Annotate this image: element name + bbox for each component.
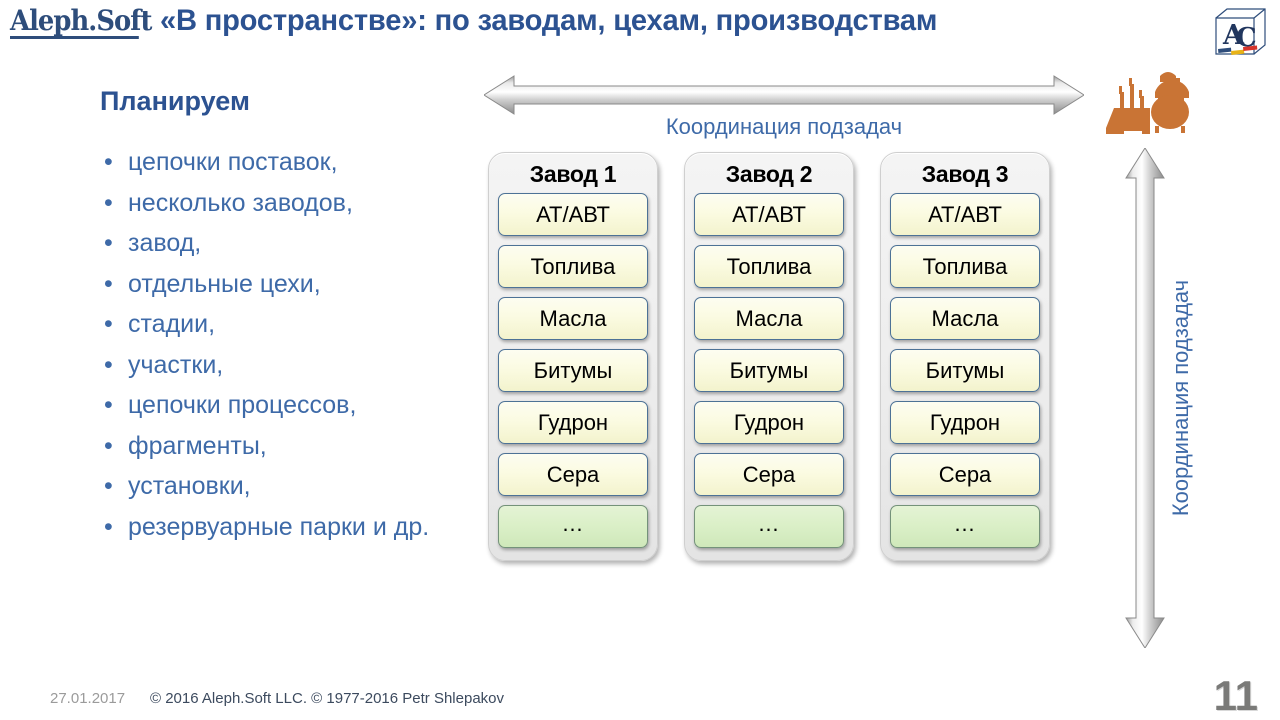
plant-item[interactable]: Масла: [694, 297, 844, 340]
plant-item[interactable]: АТ/АВТ: [694, 193, 844, 236]
horizontal-arrow-label: Координация подзадач: [665, 114, 903, 139]
list-item: • стадии,: [96, 304, 486, 345]
double-headed-horizontal-arrow-icon: [483, 74, 1085, 116]
cube-ac-logo-icon: A C: [1210, 4, 1272, 62]
plant-item[interactable]: Сера: [694, 453, 844, 496]
footer-copyright: © 2016 Aleph.Soft LLC. © 1977-2016 Petr …: [150, 690, 505, 707]
list-item: • участки,: [96, 345, 486, 386]
list-item-label: установки,: [128, 472, 251, 500]
list-item: • отдельные цехи,: [96, 264, 486, 305]
plant-item[interactable]: Масла: [890, 297, 1040, 340]
bullet-dot-icon: •: [104, 229, 113, 257]
bullet-dot-icon: •: [104, 391, 113, 419]
refinery-plant-icon: [1100, 62, 1195, 142]
double-headed-vertical-arrow-icon: [1124, 147, 1166, 649]
plant-item-more[interactable]: …: [498, 505, 648, 548]
plant-card-2[interactable]: Завод 2 АТ/АВТ Топлива Масла Битумы Гудр…: [684, 152, 854, 561]
list-item-label: стадии,: [128, 310, 216, 338]
bullet-dot-icon: •: [104, 431, 113, 460]
plant-card-title: Завод 1: [529, 161, 617, 187]
list-item-label: цепочки поставок,: [128, 148, 338, 176]
plant-item[interactable]: Топлива: [498, 245, 648, 288]
planning-bullet-list: • цепочки поставок, • несколько заводов, •…: [96, 142, 486, 547]
plant-card-title: Завод 3: [921, 161, 1009, 187]
plant-item[interactable]: Топлива: [890, 245, 1040, 288]
plant-item-more[interactable]: …: [694, 505, 844, 548]
plant-item[interactable]: Гудрон: [694, 401, 844, 444]
bullet-dot-icon: •: [104, 269, 113, 298]
bullet-dot-icon: •: [104, 310, 113, 338]
bullet-dot-icon: •: [104, 188, 113, 217]
plant-item[interactable]: Битумы: [890, 349, 1040, 392]
svg-text:A: A: [1222, 20, 1245, 51]
aleph-soft-wordmark: Aleph.Soft: [10, 6, 152, 40]
page-title: «В пространстве»: по заводам, цехам, про…: [160, 4, 938, 37]
list-item: • завод,: [96, 223, 486, 264]
plant-item[interactable]: Битумы: [694, 349, 844, 392]
list-item: • цепочки поставок,: [96, 142, 486, 183]
list-item-label: участки,: [128, 350, 224, 379]
bullet-dot-icon: •: [104, 350, 113, 379]
svg-text:C: C: [1236, 23, 1257, 53]
section-heading: Планируем: [100, 86, 250, 116]
list-item: • несколько заводов,: [96, 183, 486, 224]
bullet-dot-icon: •: [104, 472, 113, 500]
vertical-arrow-label: Координация подзадач: [1168, 279, 1193, 517]
plant-item[interactable]: АТ/АВТ: [890, 193, 1040, 236]
list-item: • фрагменты,: [96, 426, 486, 467]
plant-card-3[interactable]: Завод 3 АТ/АВТ Топлива Масла Битумы Гудр…: [880, 152, 1050, 561]
list-item-label: отдельные цехи,: [128, 269, 321, 298]
list-item-label: цепочки процессов,: [128, 391, 357, 419]
footer-date: 27.01.2017: [50, 690, 126, 707]
list-item-label: несколько заводов,: [128, 188, 353, 217]
plant-card-1[interactable]: Завод 1 АТ/АВТ Топлива Масла Битумы Гудр…: [488, 152, 658, 561]
plant-item[interactable]: Топлива: [694, 245, 844, 288]
page-number: 11: [1213, 672, 1258, 719]
list-item: • установки,: [96, 466, 486, 507]
list-item: • цепочки процессов,: [96, 385, 486, 426]
plant-item[interactable]: Гудрон: [498, 401, 648, 444]
list-item-label: завод,: [128, 229, 202, 257]
list-item-label: фрагменты,: [128, 431, 267, 460]
list-item: • резервуарные парки и др.: [96, 507, 486, 548]
plant-item[interactable]: Гудрон: [890, 401, 1040, 444]
plant-item[interactable]: Битумы: [498, 349, 648, 392]
plant-cards-container: Завод 1 АТ/АВТ Топлива Масла Битумы Гудр…: [488, 152, 1050, 561]
bullet-dot-icon: •: [104, 148, 113, 176]
bullet-dot-icon: •: [104, 512, 113, 541]
plant-item[interactable]: Сера: [498, 453, 648, 496]
plant-card-title: Завод 2: [725, 161, 813, 187]
plant-item[interactable]: Сера: [890, 453, 1040, 496]
plant-item[interactable]: АТ/АВТ: [498, 193, 648, 236]
plant-item[interactable]: Масла: [498, 297, 648, 340]
plant-item-more[interactable]: …: [890, 505, 1040, 548]
list-item-label: резервуарные парки и др.: [128, 512, 430, 541]
